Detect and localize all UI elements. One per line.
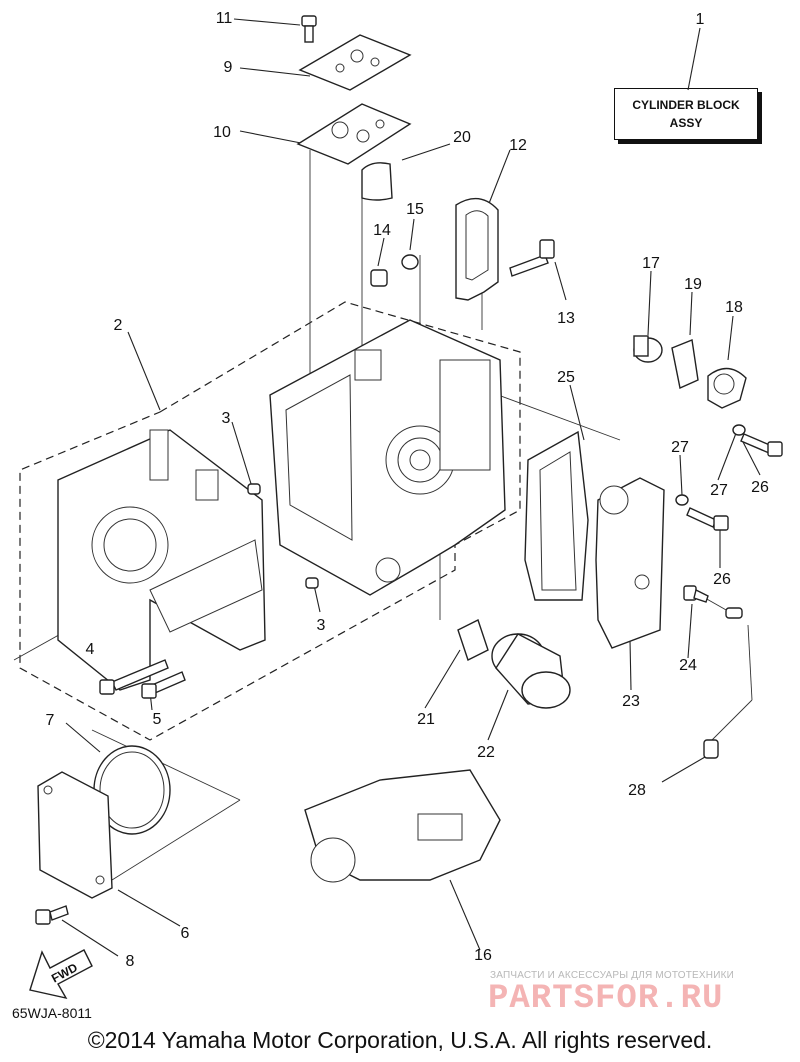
callout-26-upper: 26 <box>751 479 769 496</box>
cover-plate-part-9 <box>298 34 412 91</box>
watermark-caption: ЗАПЧАСТИ И АКСЕССУАРЫ ДЛЯ МОТОТЕХНИКИ <box>490 970 735 981</box>
callout-17: 17 <box>642 255 660 272</box>
title-line-2: ASSY <box>669 116 703 130</box>
washer-part-27-lower <box>675 494 689 506</box>
oil-filter-part-22 <box>491 633 571 709</box>
gasket-part-19 <box>671 339 699 389</box>
callout-3-lower: 3 <box>317 617 326 634</box>
callout-9: 9 <box>224 59 233 76</box>
callout-11: 11 <box>216 10 233 27</box>
diagram-code: 65WJA-8011 <box>12 1005 92 1021</box>
forward-direction-arrow: FWD <box>29 949 93 1000</box>
callout-25: 25 <box>557 369 575 386</box>
callout-15: 15 <box>406 201 424 218</box>
cylinder-block-body <box>269 319 506 596</box>
cylinder-block-assy-box: CYLINDER BLOCK ASSY <box>614 88 758 140</box>
callout-7: 7 <box>46 712 55 729</box>
callout-2: 2 <box>114 317 123 334</box>
hose-part-28 <box>703 607 743 759</box>
washer-part-15 <box>401 254 419 270</box>
assembly-dashed-frame <box>19 301 521 741</box>
callout-22: 22 <box>477 744 495 761</box>
dowel-pin-part-3-upper <box>247 483 261 495</box>
bolt-part-26-lower <box>686 507 729 531</box>
callout-26-lower: 26 <box>713 571 731 588</box>
plug-part-14 <box>370 269 388 287</box>
callout-28: 28 <box>628 782 646 799</box>
cover-plate-part-6 <box>37 771 113 899</box>
callout-6: 6 <box>181 925 190 942</box>
leader-lines <box>13 18 761 957</box>
callout-19: 19 <box>684 276 702 293</box>
crankcase-part-2 <box>57 429 266 691</box>
callout-12: 12 <box>509 137 527 154</box>
callout-21: 21 <box>417 711 435 728</box>
housing-part-18 <box>707 367 747 409</box>
title-line-1: CYLINDER BLOCK <box>632 98 740 112</box>
callout-5: 5 <box>153 711 162 728</box>
callout-13: 13 <box>557 310 575 327</box>
gasket-part-10 <box>296 103 412 165</box>
bolt-part-11 <box>301 15 317 43</box>
fitting-part-17 <box>633 335 663 363</box>
fitting-part-21 <box>457 619 489 661</box>
dowel-pin-part-3-lower <box>305 577 319 589</box>
callout-16: 16 <box>474 947 492 964</box>
cup-part-20 <box>361 162 393 201</box>
callout-4: 4 <box>86 641 95 658</box>
bolt-part-5 <box>141 671 186 699</box>
callout-23: 23 <box>622 693 640 710</box>
washer-part-27-upper <box>732 424 746 436</box>
gasket-part-16 <box>304 769 501 883</box>
callout-27-upper: 27 <box>671 439 689 456</box>
callout-3-upper: 3 <box>222 410 231 427</box>
callout-10: 10 <box>213 124 231 141</box>
watermark-logo: PARTSFOR.RU <box>488 980 724 1018</box>
callout-labels: 1 2 3 3 4 5 6 7 8 9 10 11 12 13 14 15 16… <box>46 10 769 970</box>
callout-1: 1 <box>696 11 705 28</box>
callout-24: 24 <box>679 657 697 674</box>
bolt-part-8 <box>35 905 69 925</box>
copyright-notice: ©2014 Yamaha Motor Corporation, U.S.A. A… <box>87 1027 713 1053</box>
bolt-part-4 <box>99 659 169 695</box>
fitting-part-24 <box>683 585 709 603</box>
bolt-part-13 <box>509 239 555 277</box>
callout-18: 18 <box>725 299 743 316</box>
bolt-part-26-upper <box>740 433 783 457</box>
callout-14: 14 <box>373 222 391 239</box>
callout-8: 8 <box>126 953 135 970</box>
callout-27-lower: 27 <box>710 482 728 499</box>
callout-20: 20 <box>453 129 471 146</box>
cover-part-23 <box>595 477 665 649</box>
